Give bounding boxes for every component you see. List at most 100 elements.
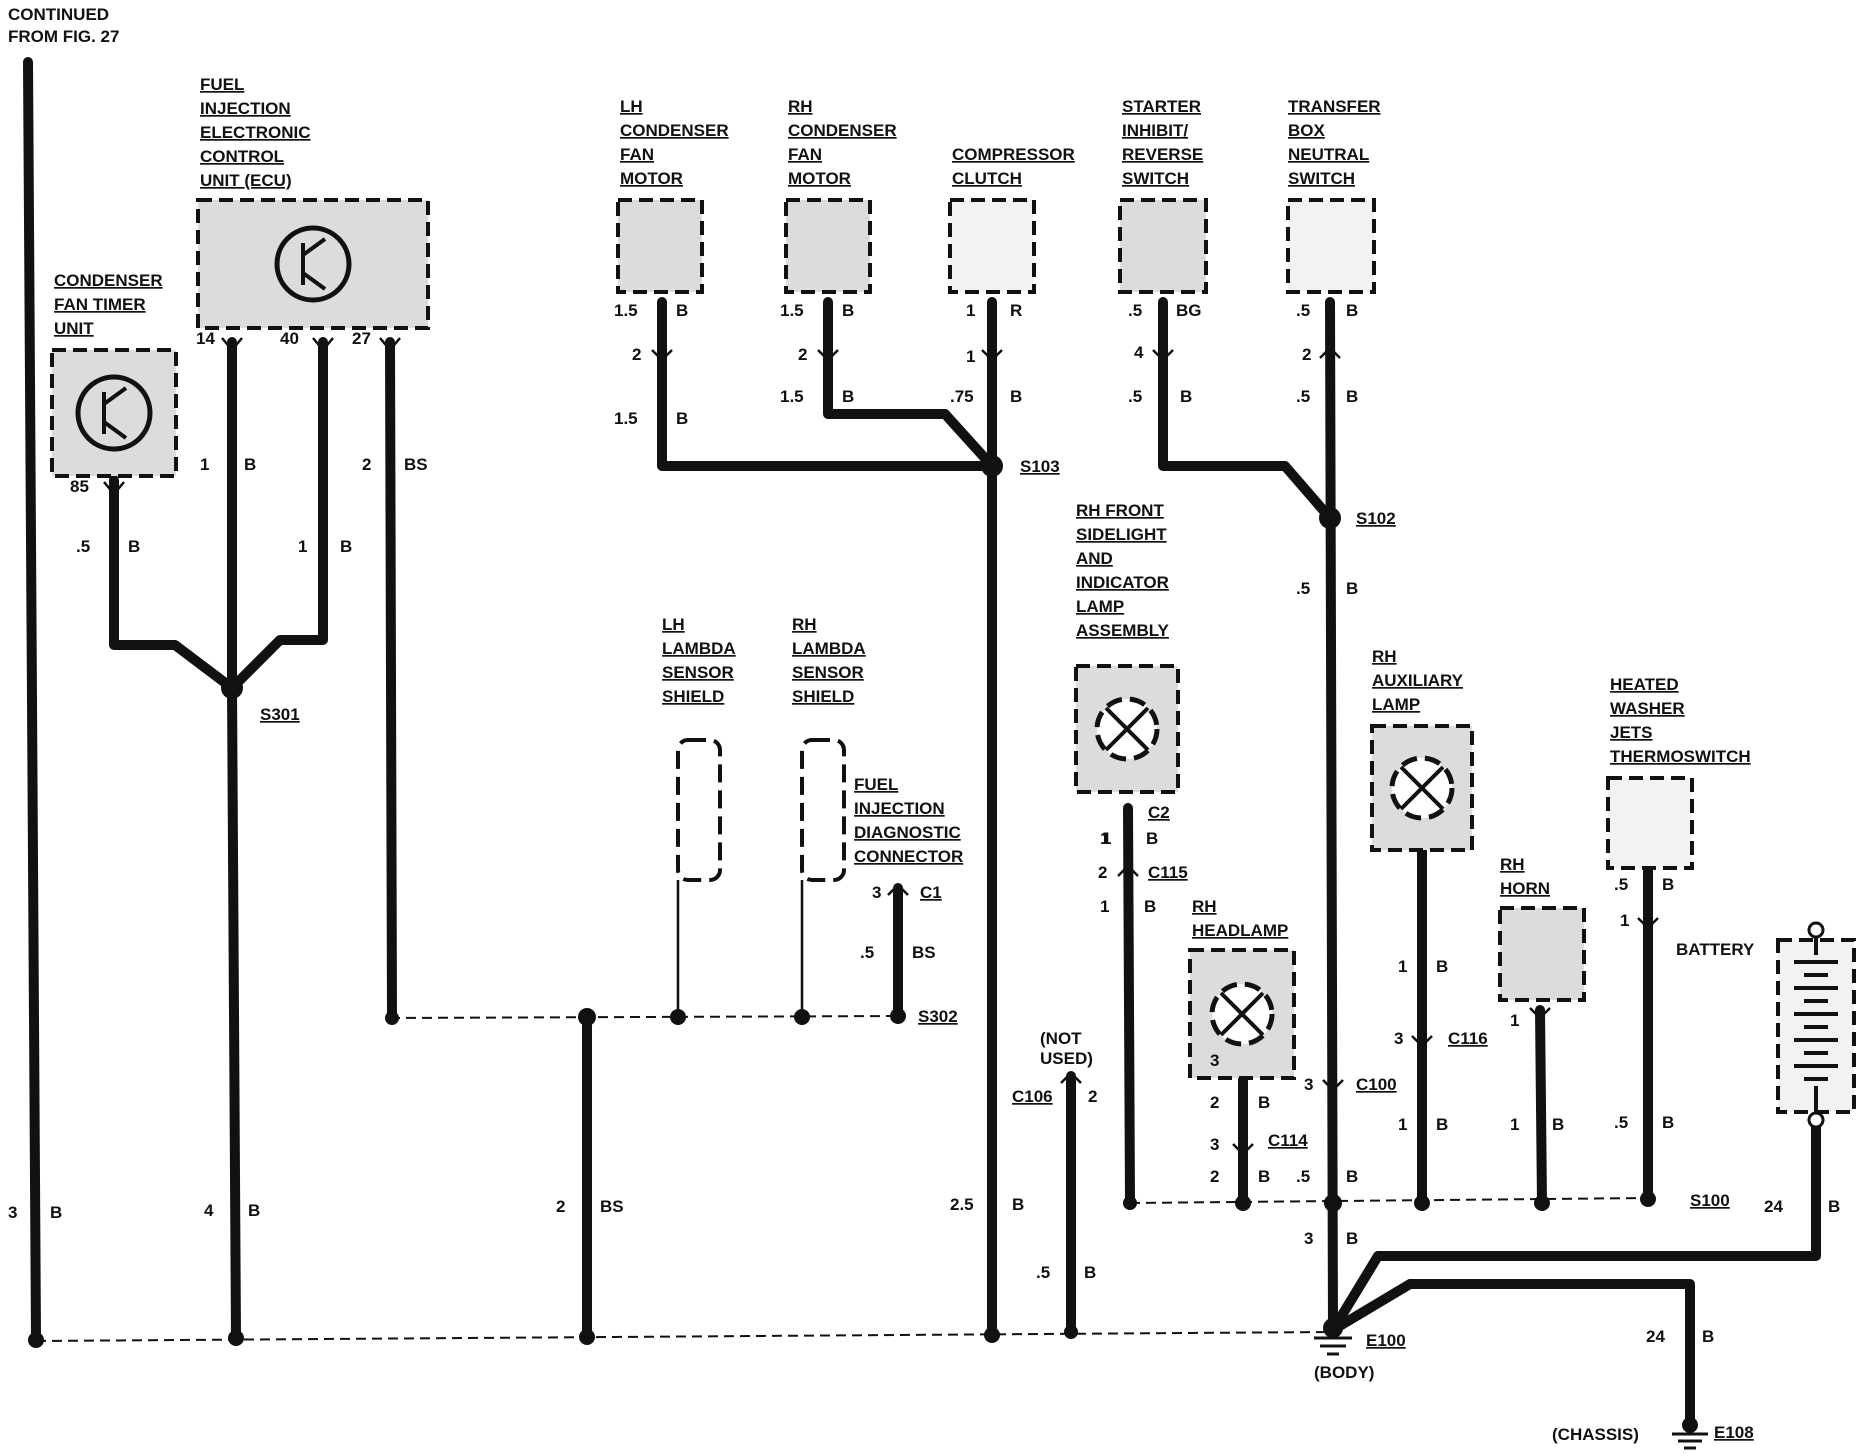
wire-gauge: 3 [1304,1229,1313,1248]
wire-gauge: 2 [362,455,371,474]
wire-gauge: 1 [1398,957,1407,976]
connector-mark [817,349,839,362]
pin-number: 1 [966,347,975,366]
connector-mark [1637,917,1659,930]
timer-label: CONDENSER FAN TIMER UNIT [54,271,167,338]
pin-numbers: 14 40 27 85 2 2 1 4 2 3 1 2 2 3 3 3 3 1 … [70,329,1629,1154]
splice-s302-dot [890,1008,906,1024]
rh-condenser-fan-box [784,198,872,294]
bus-node [1534,1195,1550,1211]
splice-s103-dot [981,455,1003,477]
wire-color: R [1010,301,1022,320]
wire-gauge: 2 [1210,1167,1219,1186]
clutch-label: COMPRESSOR CLUTCH [952,145,1079,188]
pin-number: 1 [1510,1011,1519,1030]
connector-marks [103,337,1659,1156]
bus-node [578,1008,596,1026]
pin-number: 2 [1098,863,1107,882]
wire-gauge: 1 [1510,1115,1519,1134]
starter-inhibit-box [1118,198,1208,294]
connector-mark [887,883,909,896]
wire-color: B [1828,1197,1840,1216]
wire-gauge: .5 [1036,1263,1050,1282]
headlamp-label: RH HEADLAMP [1192,897,1288,940]
bus-node [228,1330,244,1346]
wire-gauge: 4 [204,1201,214,1220]
connector-c114: C114 [1268,1131,1308,1150]
rh-aux-label: RH AUXILIARY LAMP [1372,647,1467,714]
wire-gauge: 1 [1102,829,1111,848]
bus-node [1123,1196,1137,1210]
wire-gauge: 1.5 [614,409,638,428]
pin-number: 2 [1302,345,1311,364]
diag-label: FUEL INJECTION DIAGNOSTIC CONNECTOR [854,775,965,866]
splice-s100: S100 [1690,1191,1730,1210]
wire-gauge: .5 [1614,875,1628,894]
wire-gauge: .5 [1296,579,1310,598]
wire-rh-front [1123,803,1135,1208]
lh-condenser-fan-box [616,198,704,294]
ground-bus-s100 [1129,1197,1649,1204]
wire-gauge: .75 [950,387,974,406]
ground-body: (BODY) [1314,1363,1374,1382]
wire-color: B [340,537,352,556]
wire-gauge: 1 [298,537,307,556]
rh-horn-box [1498,906,1586,1002]
transistor-icon [75,374,153,452]
wire-chassis [1328,1279,1695,1430]
lh-lambda-label: LH LAMBDA SENSOR SHIELD [662,615,740,706]
wire-starter-inhibit [1158,297,1335,523]
bus-node [579,1329,595,1345]
wire-color: B [248,1201,260,1220]
wire-color: B [1346,1229,1358,1248]
horn-label: RH HORN [1500,855,1550,898]
battery-label: BATTERY [1676,940,1755,959]
connector-mark [1232,1143,1254,1156]
splice-s100-dot [1324,1194,1342,1212]
ground-icon [1672,1417,1708,1450]
ground-bus-e100 [35,1331,1331,1342]
wire-color: B [1346,579,1358,598]
wire-gauge: 24 [1764,1197,1783,1216]
ecu-label: FUEL INJECTION ELECTRONIC CONTROL UNIT (… [200,75,315,190]
connector-c115: C115 [1148,863,1188,882]
wire-gauge: .5 [1296,387,1310,406]
bus-node [1235,1195,1251,1211]
wire-color: B [50,1203,62,1222]
splice-s301-dot [221,677,243,699]
connector-c2: C2 [1148,803,1170,822]
bus-node [28,1332,44,1348]
wire-gauge: 1.5 [780,301,804,320]
wire-color: B [1662,1113,1674,1132]
battery-icon [1794,921,1838,1129]
wire-gauge: 2 [556,1197,565,1216]
ground-e100: E100 [1366,1331,1406,1350]
ground-chassis: (CHASSIS) [1552,1425,1639,1444]
bus-node [1640,1191,1656,1207]
rh-lambda-shield [800,738,846,882]
bus-node [385,1011,399,1025]
wire-color: B [1702,1327,1714,1346]
connector-mark [1529,1007,1551,1020]
washer-label: HEATED WASHER JETS THERMOSWITCH [1610,675,1751,766]
connector-c106: C106 [1012,1087,1053,1106]
wire-gauge: 1 [200,455,209,474]
connector-mark [1411,1035,1433,1048]
wire-battery [1328,1119,1821,1335]
wire-gauge: .5 [1296,301,1310,320]
wire-color: B [1346,301,1358,320]
bus-node [984,1327,1000,1343]
lamp-icon [1094,696,1160,762]
wire-color: B [128,537,140,556]
washer-thermoswitch-box [1606,776,1694,870]
wire-horn [1535,1005,1547,1208]
lh-lambda-shield [676,738,722,882]
wire-color: BG [1176,301,1202,320]
transfer-box-switch-box [1286,198,1376,294]
connector-mark [651,349,673,362]
pin-number: 3 [1210,1135,1219,1154]
wire-color: BS [912,943,936,962]
connector-mark [1322,1079,1344,1092]
pin-number: 3 [1304,1075,1313,1094]
wire-left-continued [23,57,41,1343]
